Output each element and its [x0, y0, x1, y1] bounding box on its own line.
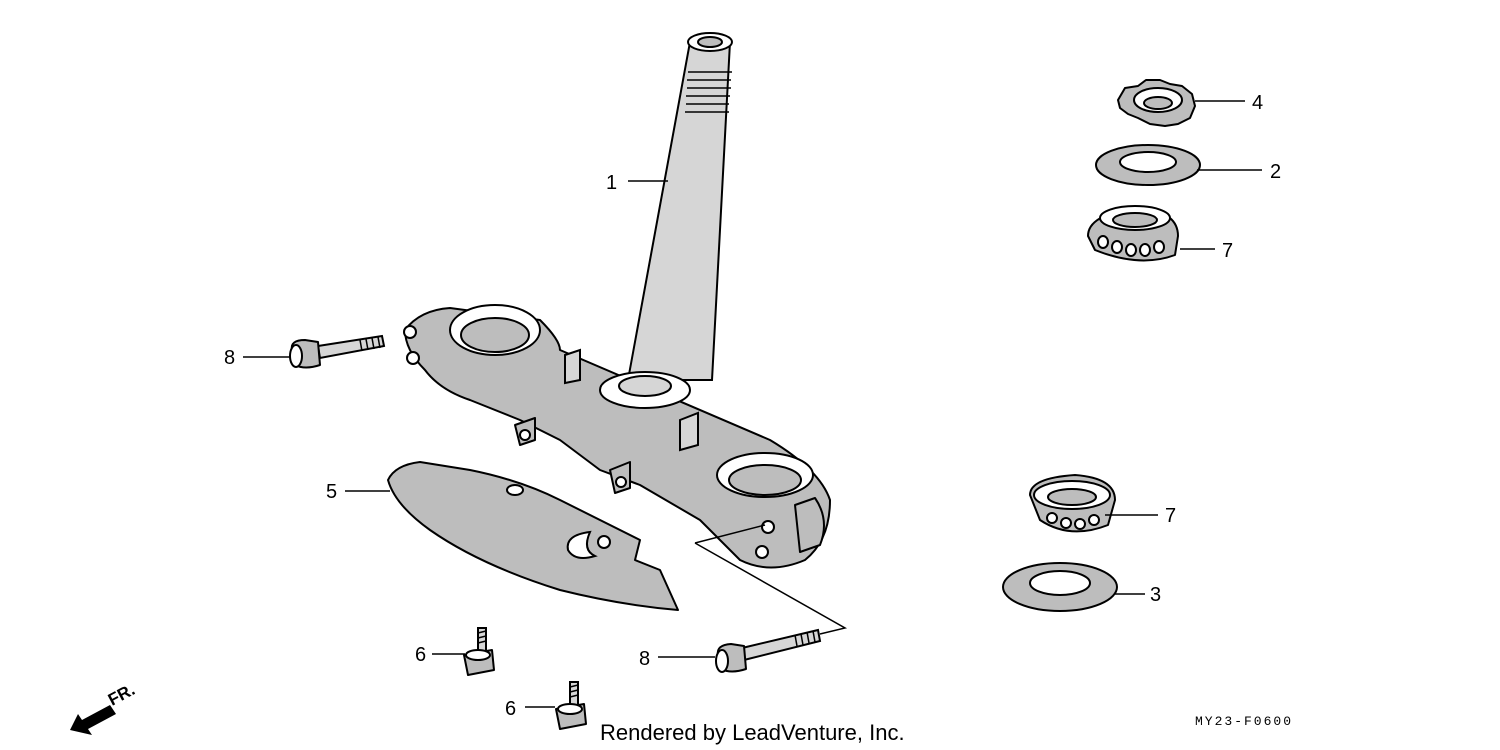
flange-bolt-left[interactable]: [289, 334, 386, 369]
callout-4: 4: [1252, 92, 1263, 114]
lower-dust-seal[interactable]: [1002, 562, 1118, 612]
lock-nut[interactable]: [1117, 79, 1196, 127]
screw-6-upper[interactable]: [463, 627, 495, 676]
steering-stem[interactable]: [626, 32, 733, 381]
callout-8-right: 8: [639, 648, 650, 670]
leader-lines: [243, 100, 1262, 708]
diagram-code: MY23-F0600: [1195, 714, 1293, 729]
callout-labels: 1 2 3 4 5 6 6 7 7 8 8: [224, 92, 1281, 720]
bottom-bridge[interactable]: [403, 304, 831, 569]
callout-5: 5: [326, 481, 337, 503]
lower-bearing[interactable]: [1029, 474, 1116, 533]
footer-credit: Rendered by LeadVenture, Inc.: [600, 720, 905, 745]
front-direction-arrow: FR.: [70, 680, 138, 735]
screw-6-lower[interactable]: [555, 681, 587, 730]
flange-bolt-right[interactable]: [715, 628, 822, 673]
callout-2: 2: [1270, 161, 1281, 183]
callout-6-upper: 6: [415, 644, 426, 666]
callout-6-lower: 6: [505, 698, 516, 720]
dust-seal[interactable]: [1095, 144, 1201, 186]
callout-8-left: 8: [224, 347, 235, 369]
guard-plate[interactable]: [387, 461, 679, 611]
callout-7-lower: 7: [1165, 505, 1176, 527]
callout-3: 3: [1150, 584, 1161, 606]
callout-1: 1: [606, 172, 617, 194]
callout-7-upper: 7: [1222, 240, 1233, 262]
upper-bearing[interactable]: [1087, 205, 1179, 262]
